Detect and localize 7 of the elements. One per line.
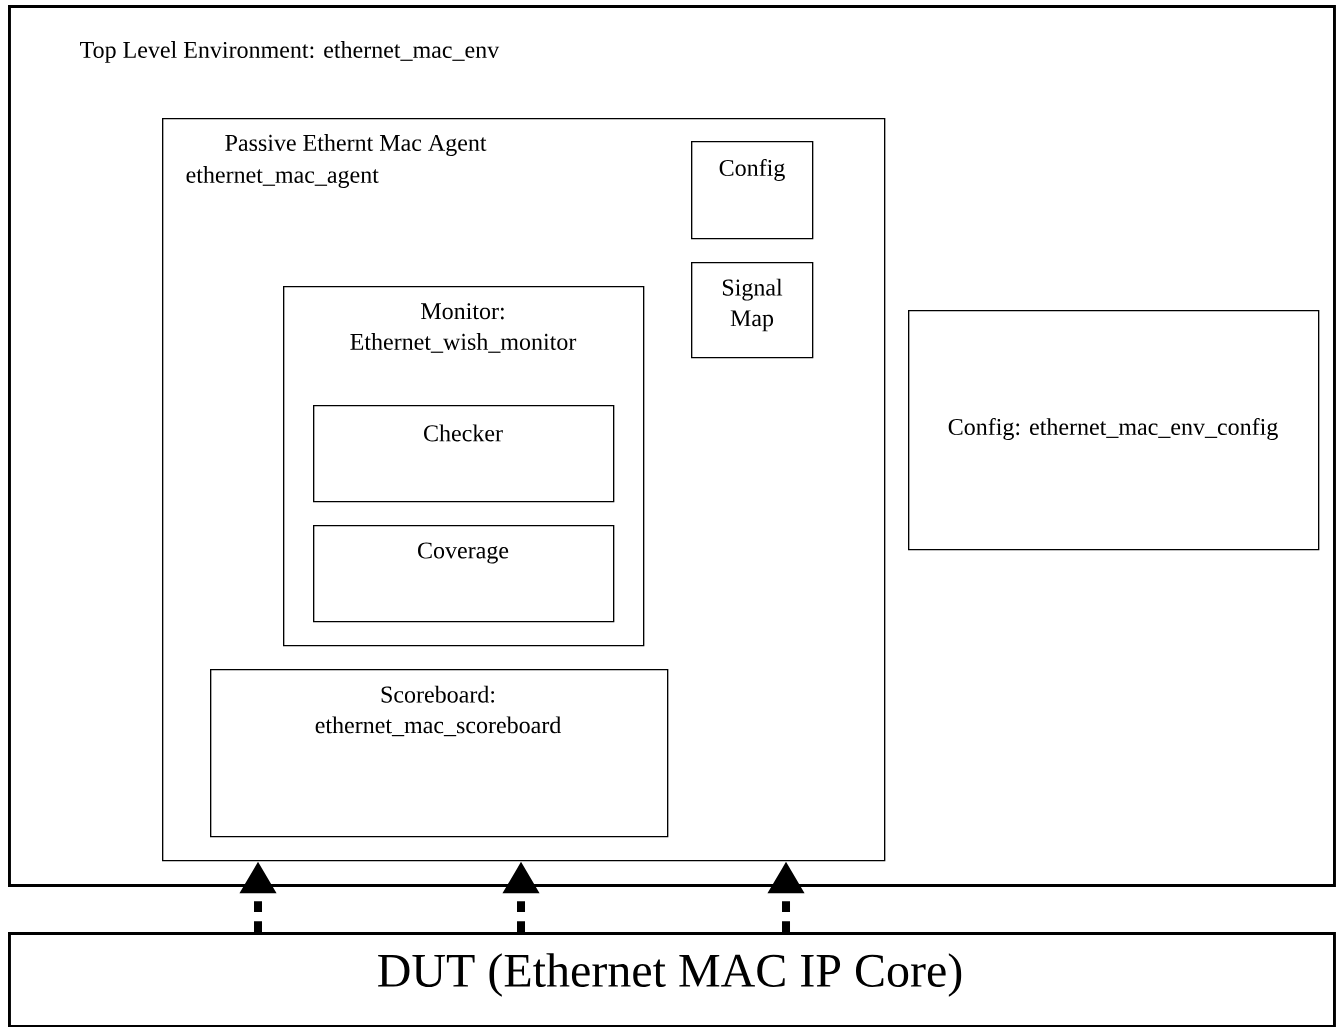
dut-box: DUT (Ethernet MAC IP Core) [8,932,1336,1027]
checker-box: Checker [313,405,615,503]
scoreboard-box: Scoreboard: ethernet_mac_scoreboard [210,669,669,838]
coverage-box: Coverage [313,525,615,623]
config-box: Config: ethernet_mac_env_config [908,310,1320,551]
config-box: Config [691,141,814,240]
signal-map-box: Signal Map [691,262,814,359]
